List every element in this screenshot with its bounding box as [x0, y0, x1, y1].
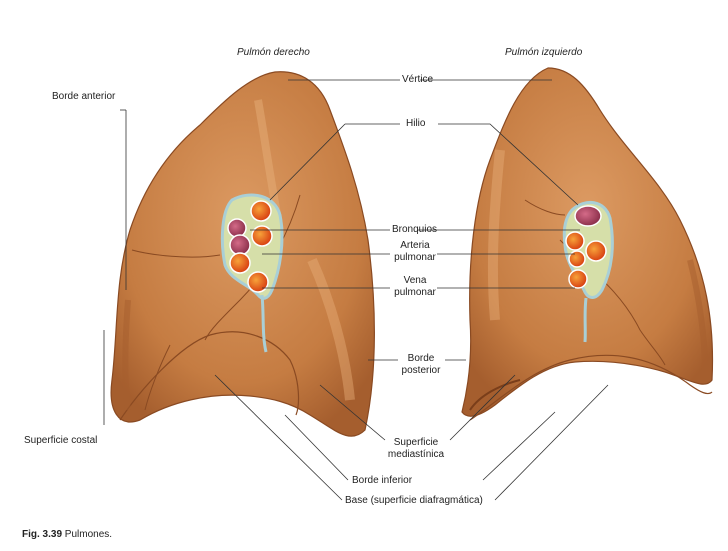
label-vena-pulmonar: Vena pulmonar — [393, 275, 437, 299]
right-lung-fissure-lower — [144, 344, 171, 411]
figure-number: Fig. 3.39 — [22, 529, 63, 540]
leader-lines — [103, 79, 609, 501]
label-borde-inferior: Borde inferior — [352, 475, 413, 486]
right-lung — [110, 71, 375, 437]
label-borde-posterior: Borde posterior — [396, 353, 446, 377]
label-borde-post-line1: Borde — [407, 353, 435, 364]
left-artery-2 — [568, 250, 586, 268]
left-bronchus — [574, 205, 602, 227]
leader-hilio-right — [269, 123, 346, 201]
left-vein-upper — [585, 240, 607, 262]
label-bronquios: Bronquios — [392, 224, 438, 235]
leader-base-left — [494, 384, 609, 501]
right-vein-upper — [229, 252, 251, 274]
label-borde-post-line2: posterior — [401, 365, 441, 376]
title-left-lung: Pulmón izquierdo — [505, 47, 583, 58]
right-artery — [251, 225, 273, 247]
right-artery-top — [250, 200, 272, 222]
left-lung-shadow — [687, 259, 708, 371]
right-pulmonary-ligament — [260, 294, 268, 353]
right-bronchus-upper — [227, 218, 247, 238]
right-lung-shadow — [122, 299, 131, 411]
label-superficie-mediastinica: Superficie mediastínica — [384, 437, 448, 461]
label-vena-line1: Vena — [403, 275, 427, 286]
left-lung-base-edge — [469, 354, 713, 421]
left-pulmonary-ligament — [583, 297, 588, 343]
left-artery — [565, 231, 585, 251]
figure-caption-text: Pulmones. — [64, 529, 113, 540]
right-bronchus-main — [229, 234, 251, 256]
leader-mediastinica-left — [449, 374, 516, 441]
leader-mediastinica-right — [319, 384, 386, 441]
label-vertice: Vértice — [402, 74, 434, 85]
right-lung-highlight-2 — [307, 257, 355, 401]
label-superficie-med-line2: mediastínica — [387, 449, 445, 460]
label-superficie-med-line1: Superficie — [393, 437, 439, 448]
right-lung-fissure-oblique — [204, 194, 301, 341]
label-arteria-line1: Arteria — [400, 240, 430, 251]
left-lung-highlight — [487, 149, 505, 321]
left-lung-fissure-2 — [524, 199, 566, 216]
right-lung-fissure-horizontal — [131, 249, 221, 258]
leader-borde-inferior-left — [482, 411, 556, 481]
label-arteria-pulmonar: Arteria pulmonar — [393, 240, 437, 264]
leader-base-right — [214, 374, 343, 501]
left-lung — [461, 67, 714, 421]
left-hilum — [562, 201, 614, 343]
right-hilum — [220, 193, 284, 353]
label-base: Base (superficie diafragmática) — [345, 495, 483, 506]
right-lung-base-edge — [119, 331, 300, 421]
label-hilio: Hilio — [406, 118, 426, 129]
leader-borde-inferior-right — [284, 414, 349, 481]
title-right-lung: Pulmón derecho — [237, 47, 310, 58]
leader-hilio-left — [438, 123, 579, 206]
label-superficie-costal: Superficie costal — [24, 435, 98, 446]
left-lung-crease — [469, 379, 521, 411]
figure-caption: Fig. 3.39 Pulmones. — [22, 529, 112, 540]
label-vena-line2: pulmonar — [394, 287, 436, 298]
right-vein-lower — [247, 271, 269, 293]
label-borde-anterior: Borde anterior — [52, 91, 116, 102]
left-vein-lower — [568, 269, 588, 289]
label-arteria-line2: pulmonar — [394, 252, 436, 263]
